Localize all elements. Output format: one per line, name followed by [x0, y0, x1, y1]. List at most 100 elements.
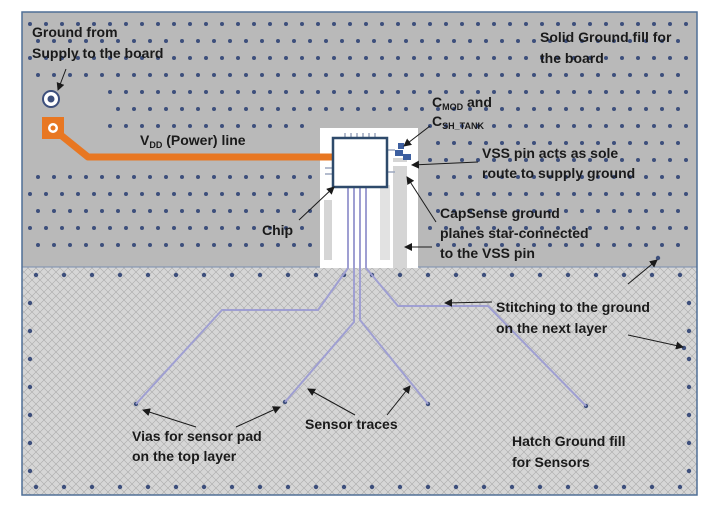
via-dot: [324, 107, 328, 111]
via-dot: [108, 56, 112, 60]
via-dot: [436, 175, 440, 179]
via-dot: [276, 209, 280, 213]
via-dot: [524, 124, 528, 128]
via-dot: [132, 243, 136, 247]
via-dot: [660, 141, 664, 145]
via-dot: [556, 226, 560, 230]
via-dot: [292, 107, 296, 111]
via-dot: [516, 73, 520, 77]
via-dot: [468, 73, 472, 77]
via-dot: [500, 243, 504, 247]
via-dot: [484, 209, 488, 213]
stitching-via: [453, 484, 459, 490]
via-dot: [516, 39, 520, 43]
via-dot: [644, 107, 648, 111]
via-dot: [436, 209, 440, 213]
via-dot: [444, 158, 448, 162]
stitching-via: [686, 300, 692, 306]
via-dot: [44, 56, 48, 60]
via-dot: [660, 243, 664, 247]
via-dot: [580, 73, 584, 77]
via-dot: [220, 56, 224, 60]
via-dot: [612, 175, 616, 179]
via-dot: [572, 22, 576, 26]
via-dot: [108, 226, 112, 230]
via-dot: [268, 192, 272, 196]
via-dot: [76, 192, 80, 196]
via-dot: [260, 175, 264, 179]
via-dot: [204, 226, 208, 230]
via-dot: [540, 226, 544, 230]
stitching-via: [201, 272, 207, 278]
via-dot: [396, 22, 400, 26]
via-dot: [548, 73, 552, 77]
via-dot: [612, 209, 616, 213]
stitching-via: [686, 468, 692, 474]
via-dot: [564, 209, 568, 213]
via-dot: [204, 192, 208, 196]
via-dot: [436, 141, 440, 145]
via-dot: [204, 22, 208, 26]
via-dot: [452, 141, 456, 145]
via-dot: [148, 243, 152, 247]
via-dot: [500, 39, 504, 43]
via-dot: [484, 73, 488, 77]
via-dot: [68, 39, 72, 43]
stitching-via: [33, 484, 39, 490]
via-dot: [364, 22, 368, 26]
via-dot: [436, 107, 440, 111]
via-dot: [212, 107, 216, 111]
via-dot: [196, 107, 200, 111]
via-dot: [196, 73, 200, 77]
stitching-via: [229, 272, 235, 278]
via-dot: [588, 90, 592, 94]
via-dot: [604, 124, 608, 128]
via-dot: [548, 107, 552, 111]
via-dot: [284, 56, 288, 60]
via-dot: [308, 107, 312, 111]
stitching-via: [229, 484, 235, 490]
sensor-trace-4: [365, 187, 587, 407]
via-dot: [668, 124, 672, 128]
via-dot: [220, 226, 224, 230]
via-dot: [580, 209, 584, 213]
via-dot: [484, 39, 488, 43]
via-dot: [580, 107, 584, 111]
via-dot: [84, 209, 88, 213]
label-csh-tank: CSH_TANK: [432, 113, 484, 131]
via-dot: [540, 192, 544, 196]
via-dot: [124, 22, 128, 26]
label-sensor-traces: Sensor traces: [305, 416, 398, 432]
via-dot: [652, 22, 656, 26]
stitching-via: [481, 484, 487, 490]
via-dot: [556, 158, 560, 162]
stitching-via: [565, 484, 571, 490]
via-dot: [612, 141, 616, 145]
stitching-via: [369, 484, 375, 490]
via-dot: [292, 209, 296, 213]
via-dot: [116, 209, 120, 213]
via-dot: [76, 22, 80, 26]
via-dot: [116, 73, 120, 77]
via-dot: [524, 90, 528, 94]
via-dot: [116, 243, 120, 247]
via-dot: [500, 209, 504, 213]
via-dot: [284, 192, 288, 196]
via-dot: [52, 209, 56, 213]
via-dot: [564, 107, 568, 111]
stitching-via: [677, 272, 683, 278]
via-dot: [636, 192, 640, 196]
via-dot: [212, 175, 216, 179]
via-dot: [268, 56, 272, 60]
via-dot: [132, 39, 136, 43]
via-dot: [140, 192, 144, 196]
stitching-via: [686, 412, 692, 418]
stitching-via: [621, 484, 627, 490]
via-dot: [612, 107, 616, 111]
via-dot: [524, 158, 528, 162]
via-dot: [428, 158, 432, 162]
board-border: [21, 11, 698, 496]
via-dot: [164, 243, 168, 247]
via-dot: [460, 124, 464, 128]
via-icon: [42, 90, 60, 108]
